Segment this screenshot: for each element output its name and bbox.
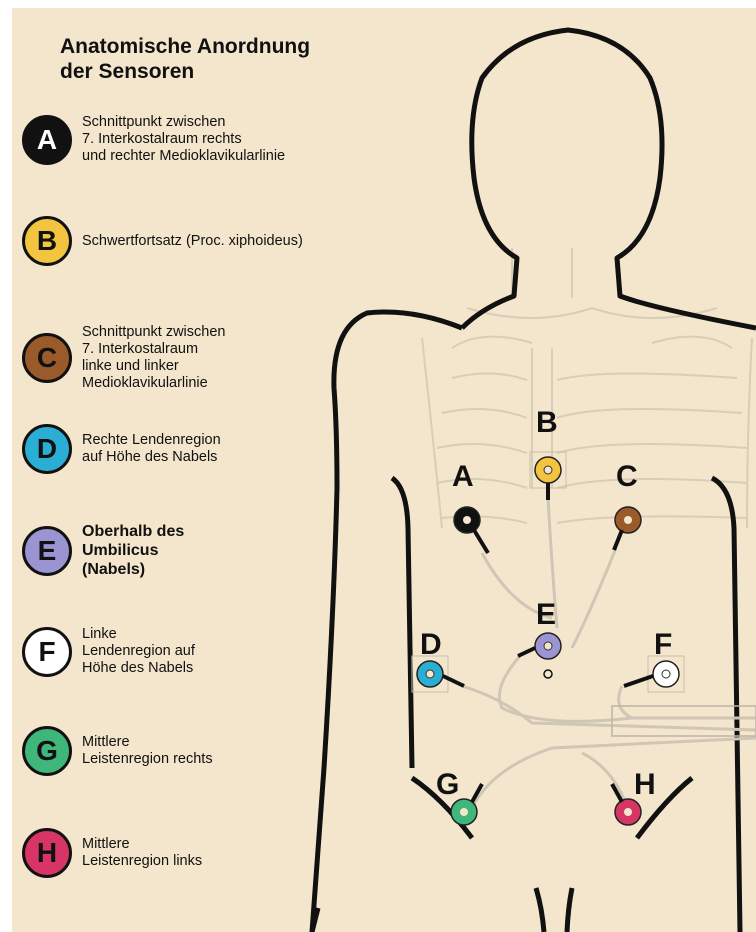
legend-item-e: E Oberhalb des Umbilicus (Nabels) — [22, 522, 372, 579]
legend-text-g: Mittlere Leistenregion rechts — [82, 734, 372, 768]
marker-label-e: E — [536, 598, 556, 631]
navel-icon — [544, 670, 552, 678]
legend-item-b: B Schwertfortsatz (Proc. xiphoideus) — [22, 216, 372, 266]
marker-label-c: C — [616, 460, 638, 493]
marker-label-h: H — [634, 768, 656, 801]
diagram-title: Anatomische Anordnung der Sensoren — [60, 34, 420, 84]
legend-item-h: H Mittlere Leistenregion links — [22, 828, 372, 878]
sensor-c-icon — [614, 507, 641, 550]
legend-badge-c: C — [22, 333, 72, 383]
legend-badge-b: B — [22, 216, 72, 266]
legend-text-c: Schnittpunkt zwischen 7. Interkostalraum… — [82, 324, 372, 392]
legend-badge-a: A — [22, 115, 72, 165]
legend-badge-g: G — [22, 726, 72, 776]
legend-badge-d: D — [22, 424, 72, 474]
legend-item-g: G Mittlere Leistenregion rechts — [22, 726, 372, 776]
legend-item-f: F Linke Lendenregion auf Höhe des Nabels — [22, 626, 372, 677]
legend-text-a: Schnittpunkt zwischen 7. Interkostalraum… — [82, 114, 372, 165]
legend-item-a: A Schnittpunkt zwischen 7. Interkostalra… — [22, 114, 372, 165]
sensor-e-icon — [518, 633, 561, 659]
marker-label-a: A — [452, 460, 474, 493]
legend-text-d: Rechte Lendenregion auf Höhe des Nabels — [82, 432, 372, 466]
cables-icon — [462, 498, 756, 808]
legend-text-b: Schwertfortsatz (Proc. xiphoideus) — [82, 233, 372, 250]
legend-badge-e: E — [22, 526, 72, 576]
marker-label-b: B — [536, 406, 558, 439]
legend-badge-h: H — [22, 828, 72, 878]
marker-label-g: G — [436, 768, 459, 801]
sensor-f-icon — [624, 656, 684, 692]
legend-item-d: D Rechte Lendenregion auf Höhe des Nabel… — [22, 424, 372, 474]
sensor-d-icon — [412, 656, 464, 692]
legend-badge-f: F — [22, 627, 72, 677]
diagram-canvas: A B C D E F G H — [12, 8, 756, 932]
legend-text-e: Oberhalb des Umbilicus (Nabels) — [82, 522, 372, 579]
legend-item-c: C Schnittpunkt zwischen 7. Interkostalra… — [22, 324, 372, 392]
sensor-b-icon — [530, 452, 566, 500]
sensor-a-icon — [454, 507, 488, 553]
legend-text-f: Linke Lendenregion auf Höhe des Nabels — [82, 626, 372, 677]
legend-text-h: Mittlere Leistenregion links — [82, 836, 372, 870]
body-outline-icon — [312, 30, 756, 932]
